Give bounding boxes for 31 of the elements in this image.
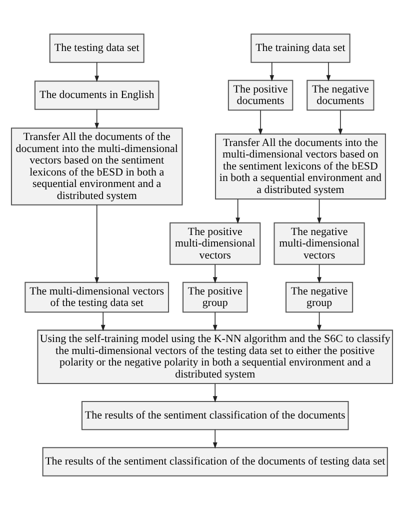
node-box: The negative multi-dimensional vectors (274, 222, 365, 265)
node-box: The results of the sentiment classification of the documents (81, 400, 349, 430)
arrow (212, 429, 218, 449)
node-box: The testing data set (49, 34, 144, 63)
node-box: The documents in English (34, 80, 160, 110)
arrow (212, 264, 218, 284)
arrow (258, 110, 263, 135)
arrow (317, 312, 322, 332)
arrow (270, 62, 274, 82)
arrow (94, 204, 100, 284)
node-box: The positive multi-dimensional vectors (170, 222, 261, 265)
arrow (317, 198, 322, 224)
node-box: Transfer All the documents into the multi-dimensional vectors based on the sentiment lexicons of the bESD in both a sequential environment and a distributed system (215, 133, 386, 200)
node-box: Using the self-training model using the K-NN algorithm and the S6C to classify the multi-dimensional vectors of the testing data set to either the positive polarity or the negative polarity in both a sequential environment and a distributed system (37, 330, 394, 384)
arrow (338, 110, 343, 135)
node-box: The negative documents (306, 80, 374, 111)
arrow (326, 62, 331, 82)
node-box: The positive documents (228, 80, 294, 111)
arrow (94, 109, 100, 130)
node-box: Transfer All the documents of the document into the multi-dimensional vectors based on the sentiment lexicons of the bESD in both a sequential environment and a distributed system (10, 128, 183, 206)
arrow (236, 198, 240, 224)
arrow (317, 264, 322, 284)
node-box: The results of the sentiment classification of the documents of testing data set (42, 447, 388, 476)
node-box: The positive group (182, 282, 248, 313)
node-box: The multi-dimensional vectors of the testing data set (24, 282, 170, 313)
arrow (212, 312, 218, 332)
arrow (94, 62, 100, 82)
node-box: The training data set (250, 34, 350, 63)
arrow (212, 383, 218, 402)
node-box: The negative group (286, 282, 354, 313)
arrow (100, 312, 106, 332)
